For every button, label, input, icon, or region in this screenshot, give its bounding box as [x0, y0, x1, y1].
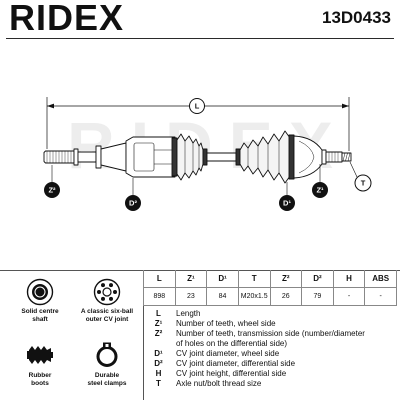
legend-row: T Axle nut/bolt thread size [143, 379, 397, 389]
spec-value-abs: - [364, 288, 396, 306]
legend: L Length Z¹ Number of teeth, wheel side … [143, 309, 397, 389]
label-length: L [189, 98, 205, 114]
legend-text: Length [176, 309, 201, 318]
label-t: T [354, 174, 372, 192]
steel-clamp-icon [96, 342, 118, 367]
legend-key: D¹ [154, 349, 163, 358]
inner-cv-joint [125, 136, 179, 178]
svg-text:D¹: D¹ [283, 199, 291, 208]
spec-value-l: 898 [143, 288, 175, 306]
feature-label: Solid centre shaft [21, 308, 59, 323]
legend-row: D¹ CV joint diameter, wheel side [143, 349, 397, 359]
drive-shaft [43, 130, 352, 184]
legend-key: T [156, 379, 161, 388]
boot-clamp-inner-small [202, 148, 208, 166]
arrowhead-right [342, 103, 349, 109]
feature-label: Rubber boots [28, 372, 52, 387]
rubber-boot-icon [27, 346, 53, 364]
feature-rubber-boots: Rubber boots [5, 341, 75, 388]
legend-row: Z¹ Number of teeth, wheel side [143, 319, 397, 329]
legend-row: D² CV joint diameter, differential side [143, 359, 397, 369]
section-divider [0, 270, 400, 271]
spec-table: L Z¹ D¹ T Z² D² H ABS 898 23 84 M20x1.5 … [143, 270, 397, 306]
legend-text: CV joint height, differential side [176, 369, 287, 378]
spec-header-l: L [143, 270, 175, 288]
six-ball-joint-icon [93, 278, 121, 306]
spec-value-t: M20x1.5 [237, 288, 270, 306]
leader-lines [51, 161, 358, 195]
legend-text: CV joint diameter, wheel side [176, 349, 280, 358]
spec-header-abs: ABS [364, 270, 396, 288]
label-z1: Z¹ [312, 182, 328, 198]
spec-header-h: H [332, 270, 365, 288]
arrowhead-left [47, 103, 54, 109]
legend-text: Number of teeth, transmission side (numb… [176, 329, 365, 348]
legend-key: H [155, 369, 162, 378]
feature-label: Durable steel clamps [87, 372, 127, 387]
legend-key: L [156, 309, 161, 318]
spec-value-z2: 26 [269, 288, 302, 306]
boot-clamp-outer-large [288, 134, 295, 180]
spec-header-d2: D² [301, 270, 333, 288]
brand-logo: RIDEX [9, 0, 125, 38]
boot-clamp-outer-small [235, 148, 241, 166]
label-d1: D¹ [279, 195, 295, 211]
spec-header-z2: Z² [269, 270, 302, 288]
legend-text: Axle nut/bolt thread size [176, 379, 262, 388]
solid-shaft-icon [26, 278, 54, 306]
inner-spline-shaft [43, 142, 127, 172]
svg-text:D²: D² [129, 199, 137, 208]
centre-shaft [206, 152, 237, 162]
outer-stub-shaft [321, 149, 352, 165]
drive-shaft-drawing: RIDEX [43, 97, 372, 211]
legend-key: Z² [154, 329, 163, 338]
spec-header-t: T [237, 270, 270, 288]
svg-text:L: L [195, 102, 200, 111]
legend-text: CV joint diameter, differential side [176, 359, 296, 368]
legend-row: L Length [143, 309, 397, 319]
legend-text: Number of teeth, wheel side [176, 319, 276, 328]
part-number: 13D0433 [321, 8, 391, 27]
label-z2: Z² [44, 182, 60, 198]
spec-header-z1: Z¹ [174, 270, 207, 288]
legend-key: Z¹ [154, 319, 163, 328]
boot-clamp-inner-large [171, 137, 178, 177]
svg-text:T: T [361, 179, 366, 188]
section-vertical-divider [143, 270, 144, 400]
spec-value-d1: 84 [206, 288, 238, 306]
svg-text:Z¹: Z¹ [316, 186, 324, 195]
svg-text:Z²: Z² [48, 186, 56, 195]
spec-value-d2: 79 [301, 288, 333, 306]
legend-row: Z² Number of teeth, transmission side (n… [143, 329, 397, 349]
legend-key: D² [154, 359, 163, 368]
spec-value-h: - [332, 288, 365, 306]
spline-teeth [46, 151, 72, 163]
feature-six-ball-cv-joint: A classic six-ball outer CV joint [72, 278, 142, 324]
header-divider [6, 38, 394, 39]
spline-teeth [328, 152, 339, 162]
label-d2: D² [125, 195, 141, 211]
feature-steel-clamps: Durable steel clamps [72, 341, 142, 388]
legend-row: H CV joint height, differential side [143, 369, 397, 379]
spec-value-z1: 23 [174, 288, 207, 306]
feature-solid-centre-shaft: Solid centre shaft [5, 278, 75, 324]
spec-header-d1: D¹ [206, 270, 238, 288]
feature-label: A classic six-ball outer CV joint [80, 308, 134, 323]
